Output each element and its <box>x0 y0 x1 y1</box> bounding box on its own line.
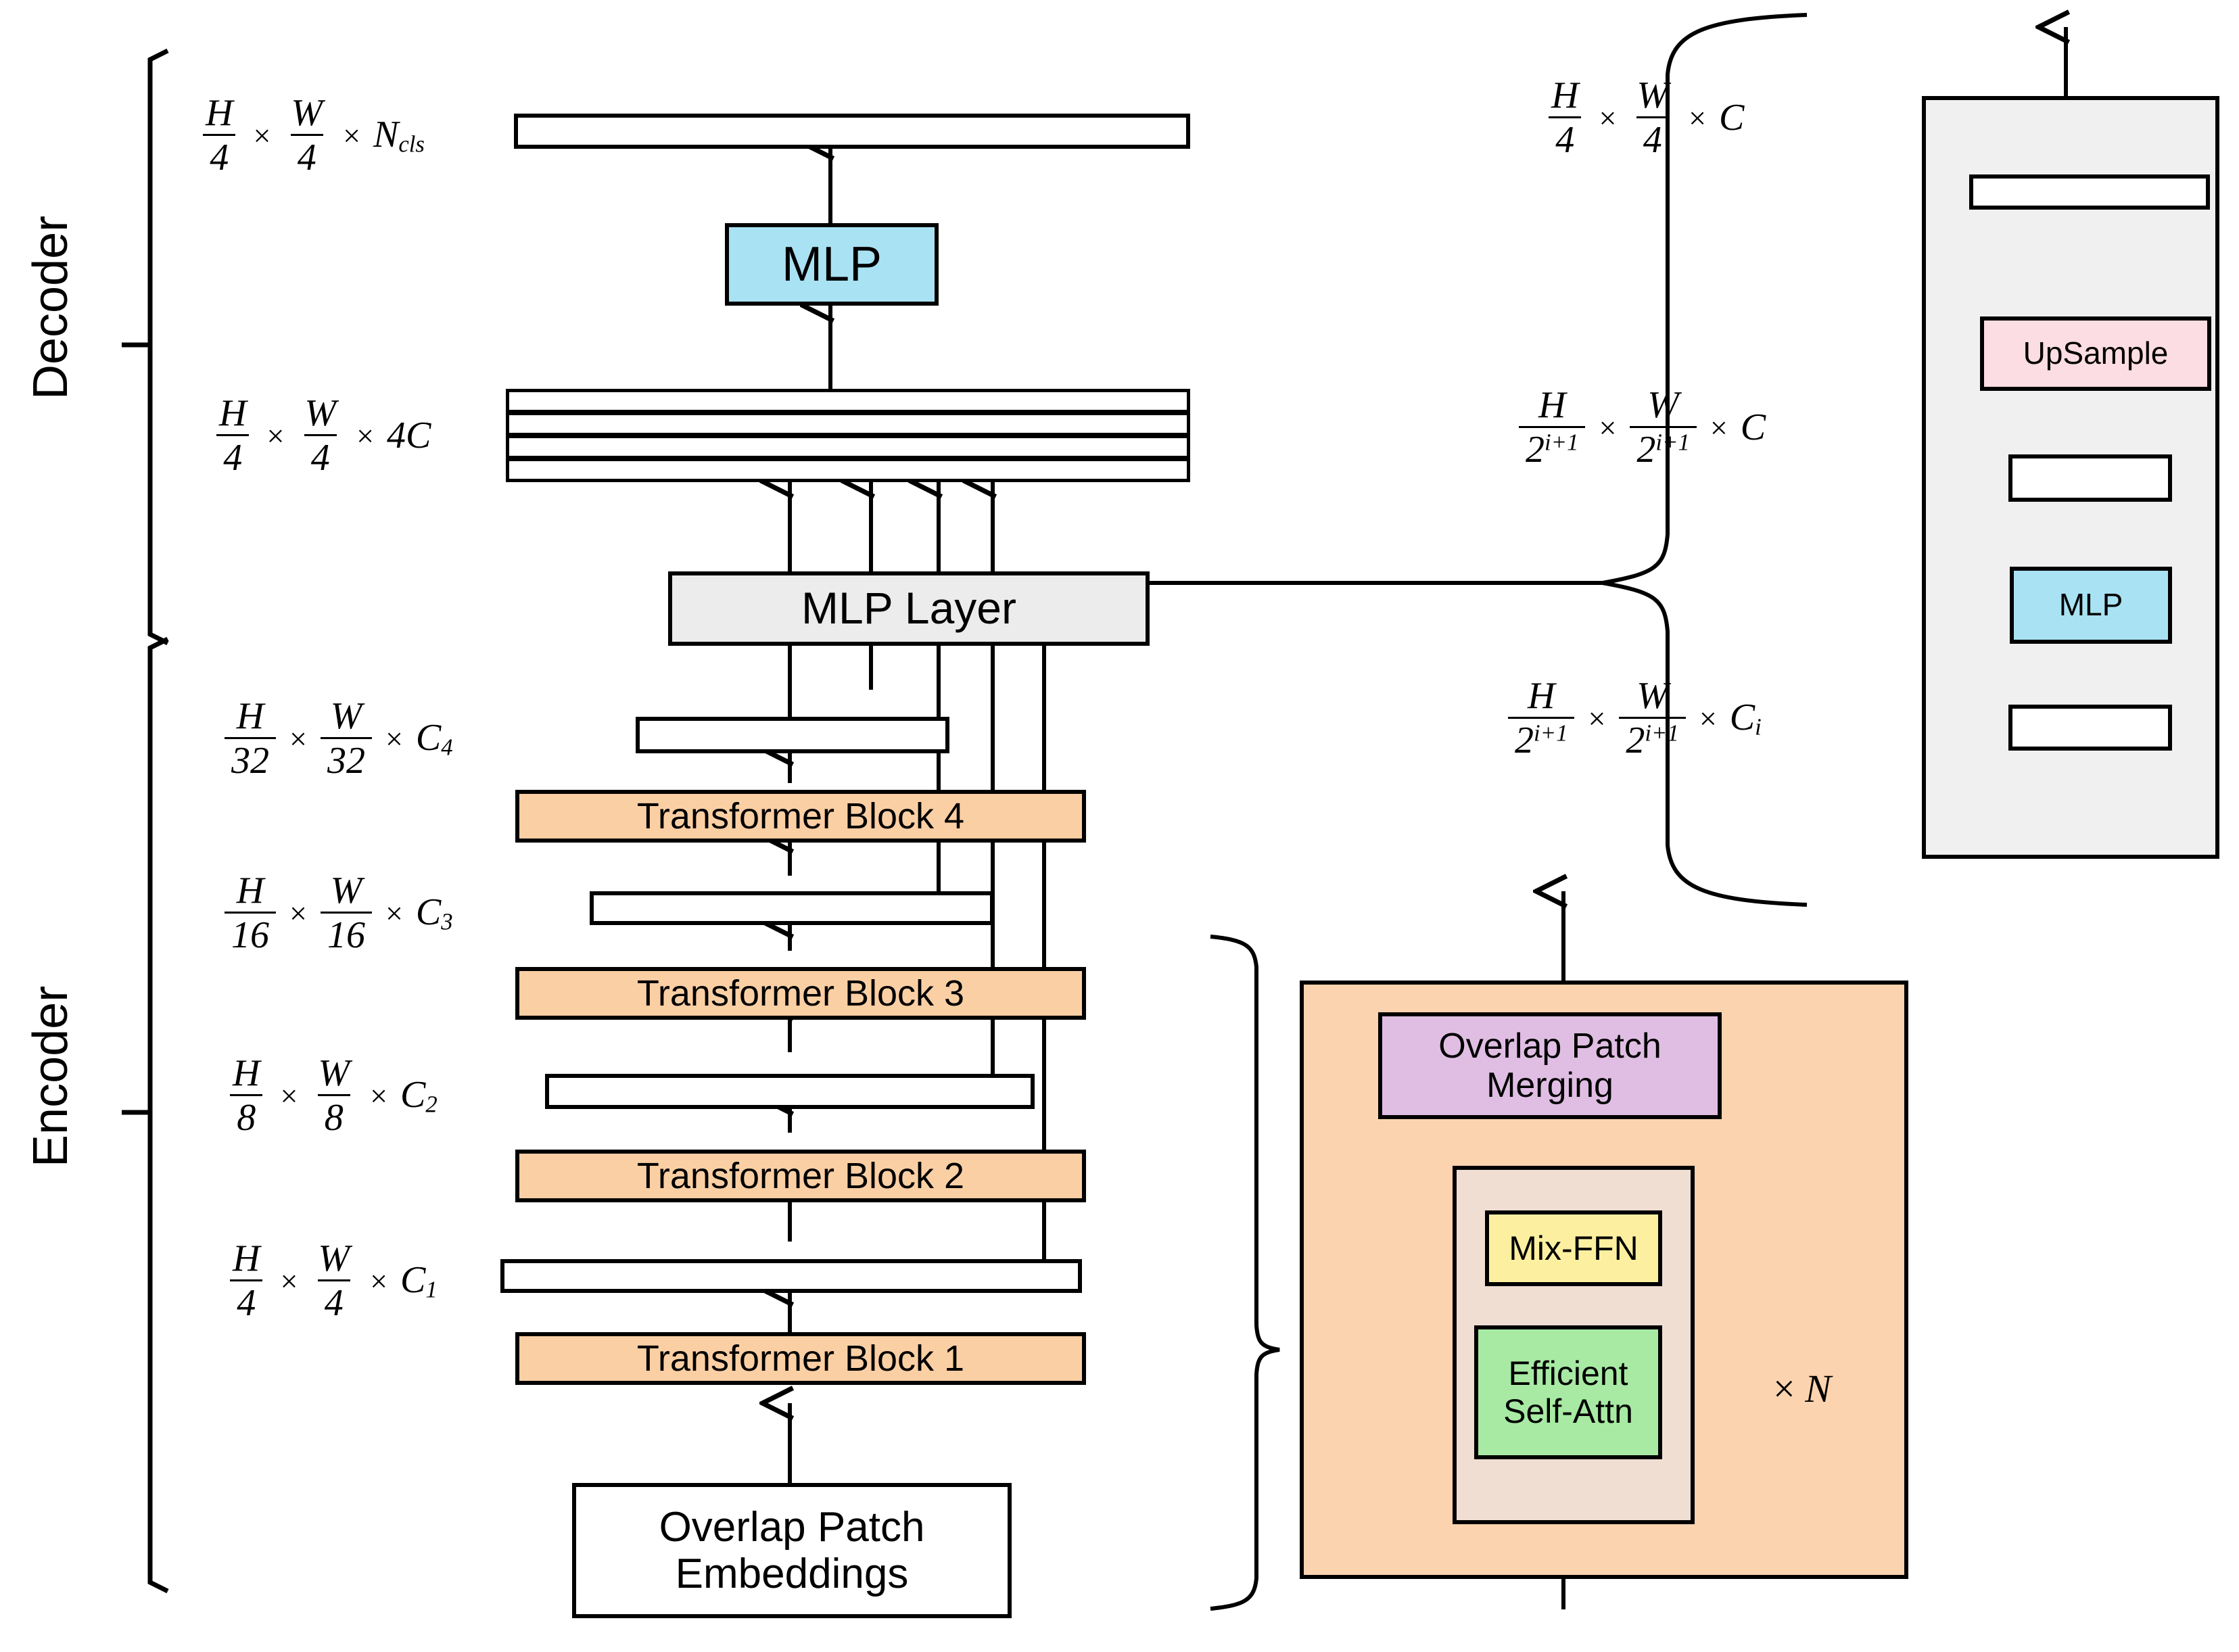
fused-feature-row <box>506 412 1190 436</box>
repeat-times-symbol: × <box>1773 1367 1795 1411</box>
opm-line-2: Merging <box>1486 1066 1613 1105</box>
decoder-detail-mlp-block[interactable]: MLP <box>2010 567 2172 644</box>
stage2-feature-bar <box>545 1074 1035 1109</box>
repeat-count-label: × N <box>1773 1366 1831 1411</box>
encoder-section-label: Encoder <box>24 985 78 1167</box>
ope-line-1: Overlap Patch <box>659 1503 925 1551</box>
esa-line-2: Self-Attn <box>1503 1392 1633 1430</box>
repeat-n-symbol: N <box>1805 1367 1831 1411</box>
transformer-block-3[interactable]: Transformer Block 3 <box>515 967 1086 1020</box>
stage4-feature-bar <box>636 717 949 753</box>
fused-feature-stack <box>506 389 1190 482</box>
overlap-patch-embeddings-block[interactable]: Overlap Patch Embeddings <box>572 1483 1012 1618</box>
efficient-self-attn-block[interactable]: Efficient Self-Attn <box>1474 1325 1662 1459</box>
stage3-feature-bar <box>590 891 994 925</box>
decoder-detail-input-bar <box>2008 705 2172 751</box>
fused-feature-row <box>506 458 1190 482</box>
decoder-detail-output-bar <box>1969 174 2210 210</box>
fused-feature-row <box>506 435 1190 459</box>
mlp-layer-block[interactable]: MLP Layer <box>668 571 1150 646</box>
overlap-patch-merging-block[interactable]: Overlap Patch Merging <box>1378 1012 1722 1119</box>
transformer-block-1[interactable]: Transformer Block 1 <box>515 1332 1086 1385</box>
upsample-block[interactable]: UpSample <box>1980 316 2211 391</box>
stage1-feature-bar <box>500 1259 1082 1293</box>
ope-line-2: Embeddings <box>675 1551 909 1597</box>
decoder-section-label: Decoder <box>24 215 78 400</box>
mix-ffn-block[interactable]: Mix-FFN <box>1485 1210 1662 1286</box>
decoder-detail-mid-bar <box>2008 454 2172 502</box>
transformer-block-4[interactable]: Transformer Block 4 <box>515 790 1086 843</box>
esa-line-1: Efficient <box>1508 1354 1628 1392</box>
opm-line-1: Overlap Patch <box>1438 1026 1661 1066</box>
fused-feature-row <box>506 389 1190 413</box>
transformer-block-2[interactable]: Transformer Block 2 <box>515 1150 1086 1202</box>
mlp-block[interactable]: MLP <box>725 223 939 306</box>
output-prediction-bar <box>514 114 1190 149</box>
